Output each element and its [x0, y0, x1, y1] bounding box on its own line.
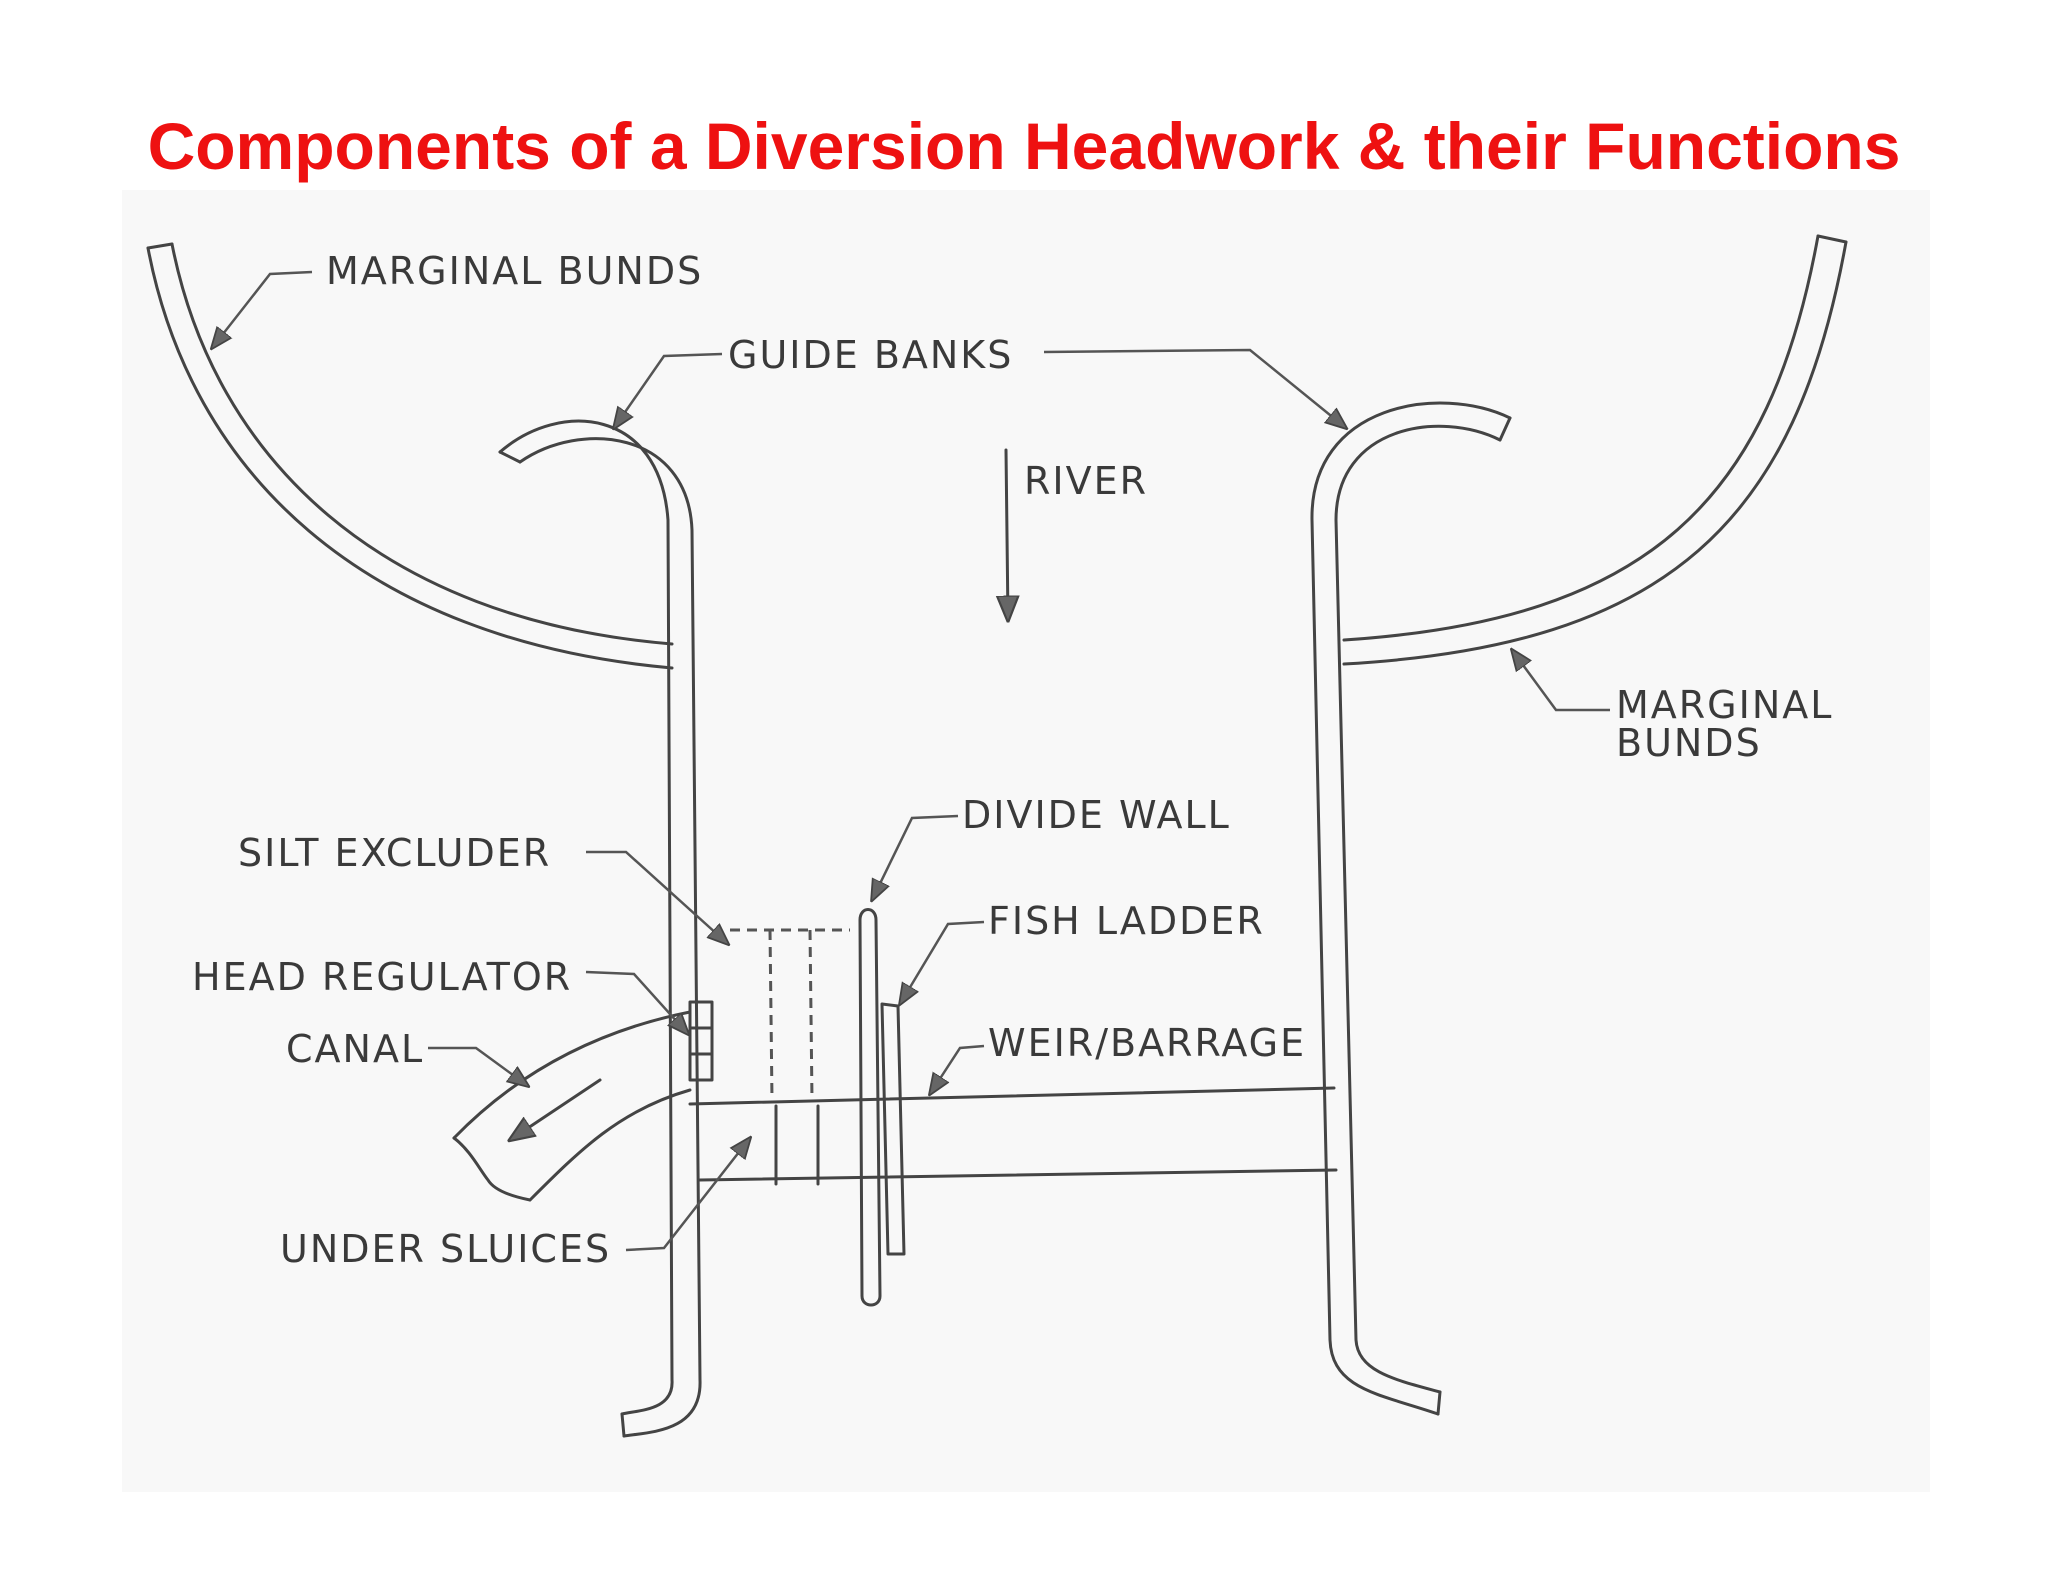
label-canal: CANAL [286, 1027, 424, 1071]
scanned-figure-background [122, 190, 1930, 1492]
leader-lines [212, 270, 1610, 1252]
label-fish-ladder: FISH LADDER [988, 899, 1265, 943]
label-marginal-bunds-right-line2: BUNDS [1616, 721, 1762, 765]
label-under-sluices: UNDER SLUICES [280, 1227, 611, 1271]
marginal-bund-right [1342, 234, 1848, 666]
canal [452, 1010, 692, 1202]
label-divide-wall: DIVIDE WALL [962, 793, 1231, 837]
label-guide-banks: GUIDE BANKS [728, 333, 1013, 377]
under-sluice-bays [774, 1104, 820, 1186]
label-marginal-bunds-left: MARGINAL BUNDS [326, 249, 703, 293]
silt-excluder [730, 928, 850, 1101]
label-river: RIVER [1024, 459, 1148, 503]
guide-bank-right [1310, 401, 1512, 1416]
label-silt-excluder: SILT EXCLUDER [238, 831, 551, 875]
fish-ladder [880, 1002, 906, 1256]
river-flow-arrow [1006, 448, 1008, 620]
weir-barrage [688, 1086, 1338, 1182]
divide-wall [858, 908, 882, 1307]
head-regulator [688, 1000, 714, 1082]
guide-bank-left [498, 419, 702, 1438]
label-marginal-bunds-right-line1: MARGINAL [1616, 683, 1833, 727]
marginal-bund-left [146, 242, 674, 670]
label-weir-barrage: WEIR/BARRAGE [988, 1021, 1306, 1065]
label-head-regulator: HEAD REGULATOR [192, 955, 572, 999]
slide-title: Components of a Diversion Headwork & the… [147, 109, 1901, 183]
